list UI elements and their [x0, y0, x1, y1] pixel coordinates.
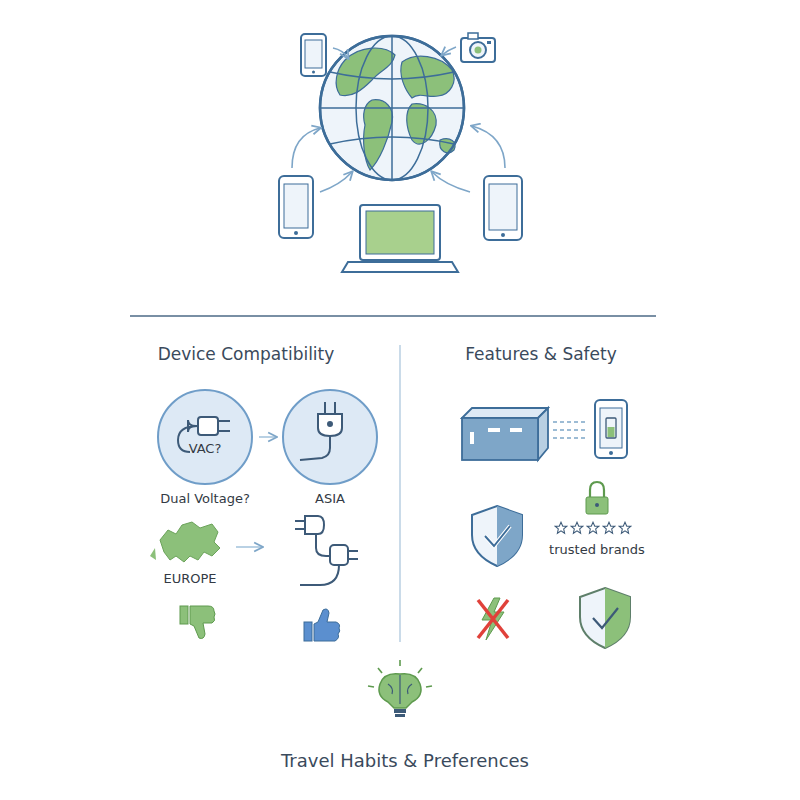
circle-text: VAC?	[189, 441, 222, 456]
stars	[555, 522, 631, 533]
phone-left	[279, 176, 313, 238]
globe	[320, 36, 464, 180]
compat-circle: ASIA	[282, 389, 378, 485]
footer-heading: Travel Habits & Preferences	[281, 750, 529, 771]
phone-charging	[595, 400, 627, 458]
circle-fill	[158, 390, 252, 484]
power-bank	[462, 408, 548, 460]
charge-lines	[553, 422, 588, 438]
thumbs-down	[180, 606, 215, 639]
thumbs-up	[304, 609, 340, 641]
badge-label: trusted brands	[549, 542, 645, 557]
shield-blue	[472, 506, 522, 566]
no-surge	[478, 598, 508, 640]
circle-caption: ASIA	[315, 491, 345, 506]
brain-bulb	[368, 660, 432, 717]
connector-arrow	[259, 436, 276, 438]
laptop	[342, 205, 458, 272]
circle-caption: Dual Voltage?	[160, 491, 250, 506]
compat-circle: VAC?Dual Voltage?	[157, 389, 253, 485]
adapter-icon	[295, 516, 358, 585]
divider	[130, 315, 656, 317]
region-label: EUROPE	[163, 571, 216, 586]
section-heading: Device Compatibility	[158, 344, 335, 364]
lock	[586, 482, 608, 514]
shield-green	[580, 588, 630, 648]
phone-top-left	[301, 34, 326, 76]
divider	[399, 345, 401, 642]
arrow	[236, 546, 262, 548]
circle-fill	[283, 390, 377, 484]
flow-arrows	[292, 47, 505, 192]
section-heading: Features & Safety	[465, 344, 617, 364]
europe-map	[150, 548, 156, 560]
camera	[461, 33, 495, 62]
plug-icon	[300, 402, 342, 460]
europe-map	[160, 522, 220, 562]
phone-right	[484, 176, 522, 240]
